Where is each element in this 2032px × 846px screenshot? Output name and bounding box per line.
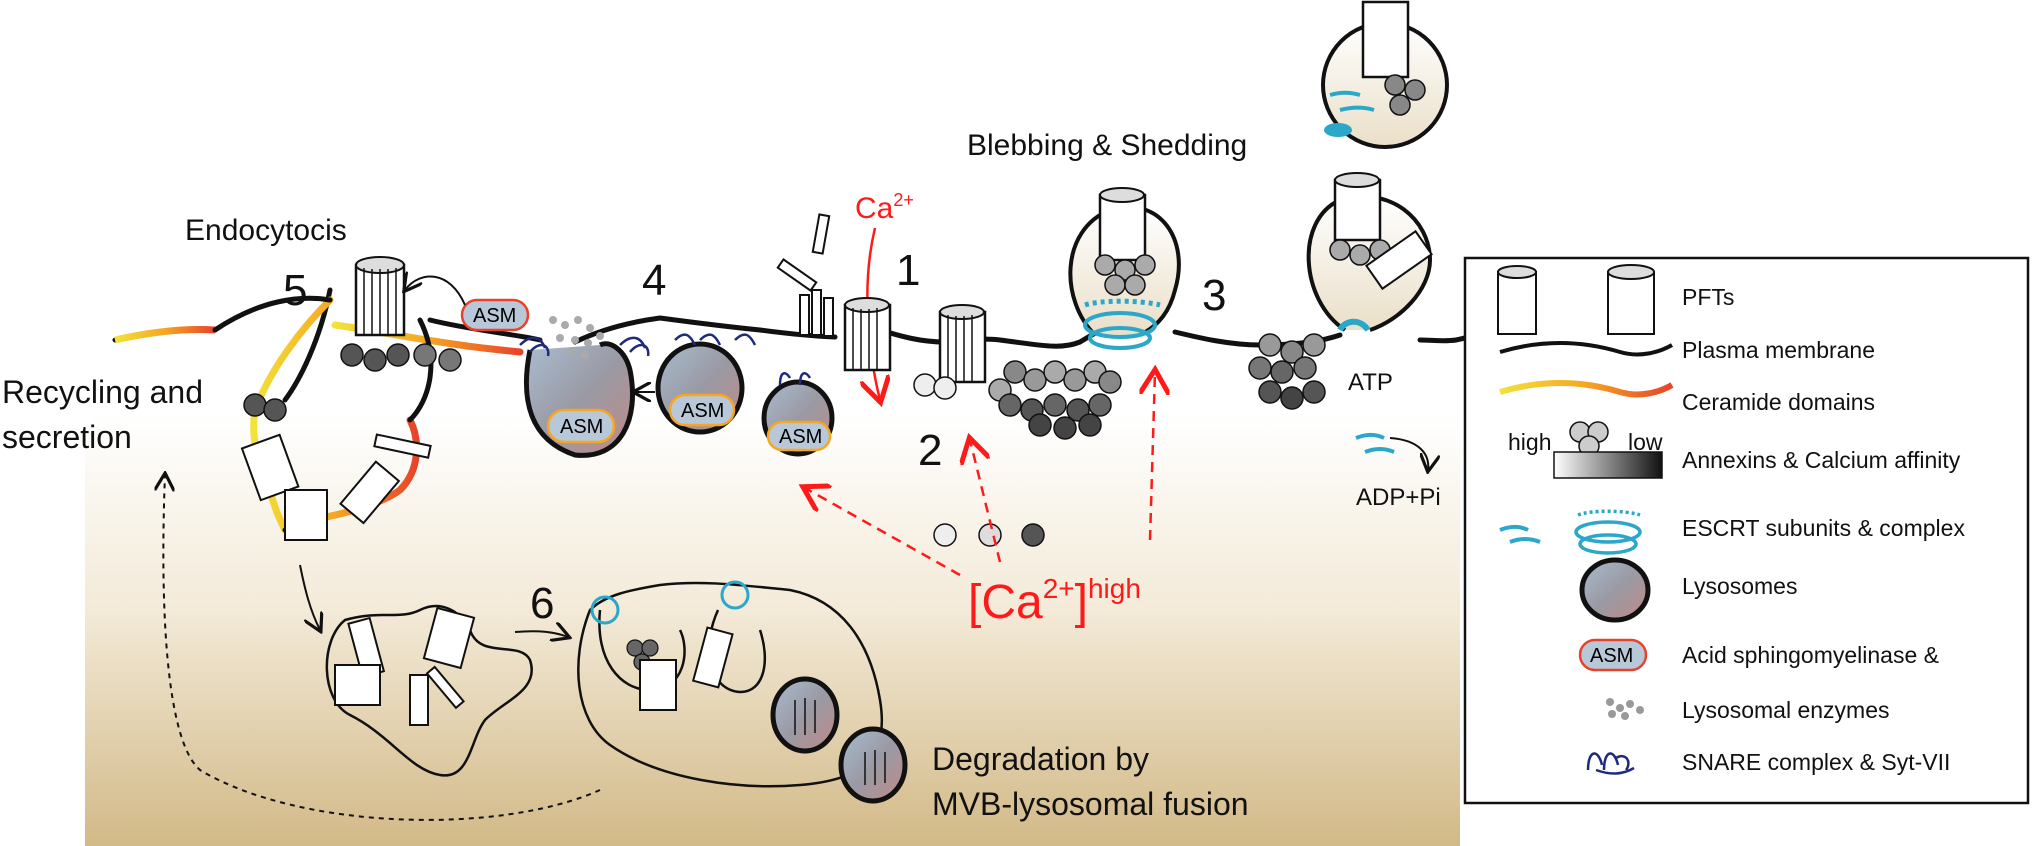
endosome: [325, 604, 533, 777]
pft-pore-step1: [843, 297, 892, 372]
legend-low-label: low: [1628, 429, 1663, 455]
calcium-top-label: Ca2+: [855, 190, 914, 225]
membrane-bleb-step3: [1068, 187, 1181, 350]
legend-escrt-complex-icon: [1574, 509, 1642, 555]
adp-label: ADP+Pi: [1356, 484, 1441, 511]
endosome-pfts: [334, 606, 476, 726]
legend-pft-icon: [1497, 264, 1655, 335]
legend-escrt-subunits-icon: [1499, 525, 1541, 544]
lysosome-approaching: ASM: [761, 379, 835, 457]
asm-label-lyso3: ASM: [779, 426, 822, 448]
escrt-subunits-free: [1355, 433, 1395, 454]
legend-membrane-label: Plasma membrane: [1682, 337, 1875, 363]
legend-escrt-label: ESCRT subunits & complex: [1682, 515, 1965, 541]
lysosomal-enzymes-released: [549, 316, 604, 359]
legend-affinity-gradient: [1553, 451, 1663, 479]
step-2: 2: [918, 426, 942, 475]
step-6: 6: [530, 579, 554, 628]
ceramide-domain-left: [114, 325, 216, 344]
endocytosis-to-endosome-arrow: [299, 564, 320, 630]
pft-monomers: [776, 213, 834, 337]
asm-label-membrane: ASM: [473, 305, 516, 327]
pft-pore-endocytosis: [354, 256, 406, 337]
legend-annexin-label: Annexins & Calcium affinity: [1682, 447, 1961, 473]
escrt-neck-right: [1337, 318, 1371, 332]
mvb-intraluminal-vesicles: [590, 580, 767, 711]
legend-ceramide-label: Ceramide domains: [1682, 389, 1875, 415]
degradation-label-line1: Degradation by: [932, 741, 1149, 777]
step-1: 1: [896, 246, 920, 295]
legend-enzymes-icon: [1606, 698, 1644, 720]
legend-snare-icon: [1586, 752, 1635, 775]
asm-label-lyso2: ASM: [681, 400, 724, 422]
legend-membrane-icon: [1499, 341, 1674, 357]
blebbing-label: Blebbing & Shedding: [967, 129, 1247, 162]
step-4: 4: [642, 256, 666, 305]
legend: PFTs Plasma membrane Ceramide domains hi…: [1463, 256, 2030, 805]
asm-label-lyso1: ASM: [560, 416, 603, 438]
legend-lysosome-label: Lysosomes: [1682, 573, 1797, 599]
legend-asm-icon: ASM: [1578, 638, 1648, 672]
lysosome-fusing: ASM: [523, 341, 636, 458]
atp-hydrolysis-arrow: [1389, 437, 1428, 470]
annexin-cluster-step2: [913, 360, 1122, 440]
ceramide-domain-endocytic: [250, 296, 421, 534]
recycling-dashed-arrow: [163, 475, 601, 821]
legend-lysosome-icon: [1579, 557, 1651, 623]
degradation-label-line2: MVB-lysosomal fusion: [932, 786, 1249, 822]
shed-vesicle: [1321, 0, 1449, 149]
step-3: 3: [1202, 271, 1226, 320]
recycling-label-line1: Recycling and: [2, 374, 203, 410]
pft-pore-step2: [938, 304, 987, 384]
endocytosis-label: Endocytocis: [185, 214, 347, 247]
legend-annexin-icon: [1569, 421, 1609, 457]
legend-box: [1463, 256, 2030, 805]
annexin-cluster-cytosol: [933, 523, 1045, 547]
legend-asm-icon-label: ASM: [1590, 645, 1633, 667]
lysosome-docking: ASM: [655, 341, 745, 435]
legend-ceramide-icon: [1499, 380, 1674, 398]
asm-to-pore-arrow: [405, 276, 466, 306]
lysosome-degradation: [770, 676, 908, 804]
legend-pft-label: PFTs: [1682, 284, 1734, 310]
snare-complexes: [519, 333, 812, 386]
calcium-high-label: [Ca2+]high: [968, 573, 1141, 629]
calcium-high-arrows: [805, 372, 1155, 577]
endocytic-pft-fragments: [240, 433, 432, 541]
membrane-bleb-right: [1306, 172, 1433, 332]
asm-membrane-bound: ASM: [460, 298, 530, 332]
recycling-label-line2: secretion: [2, 419, 132, 455]
legend-snare-label: SNARE complex & Syt-VII: [1682, 749, 1950, 775]
atp-label: ATP: [1348, 369, 1393, 396]
legend-enzymes-label: Lysosomal enzymes: [1682, 697, 1890, 723]
annexin-cluster-step3: [1248, 333, 1326, 410]
legend-high-label: high: [1508, 429, 1551, 455]
endosome-to-mvb-arrow: [514, 631, 568, 637]
annexin-cluster-endocytosis: [243, 343, 462, 422]
step-5: 5: [283, 266, 307, 315]
legend-asm-label: Acid sphingomyelinase &: [1682, 642, 1939, 668]
escrt-complex-step3: [1083, 311, 1157, 339]
